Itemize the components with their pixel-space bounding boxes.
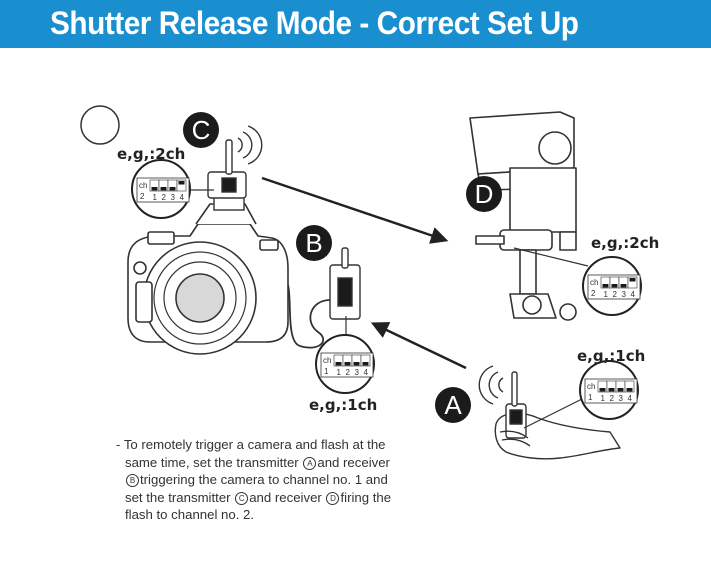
switch-a-n3: 3 bbox=[619, 394, 624, 403]
switch-c-n2: 2 bbox=[162, 193, 167, 202]
wireless-waves-a bbox=[478, 365, 504, 405]
switch-c-n1: 1 bbox=[153, 193, 158, 202]
pointer-d bbox=[513, 247, 589, 267]
description-line-4-end: firing the bbox=[340, 489, 392, 505]
label-c: C bbox=[192, 115, 211, 145]
description-line-4-start: set the transmitter bbox=[125, 489, 231, 505]
label-b-badge bbox=[296, 225, 332, 261]
wireless-waves-c bbox=[237, 125, 263, 165]
switch-c-n3: 3 bbox=[171, 193, 176, 202]
switch-d-n1: 1 bbox=[604, 290, 609, 299]
switch-d-n2: 2 bbox=[613, 290, 618, 299]
switch-zoom-d: ch 2 1 2 3 4 bbox=[582, 256, 642, 316]
label-b: B bbox=[305, 228, 322, 258]
switch-b-ch: ch bbox=[323, 356, 331, 365]
label-d-badge bbox=[466, 176, 502, 212]
flash-unit bbox=[469, 111, 577, 321]
switch-c-n4: 4 bbox=[180, 193, 185, 202]
switch-b-n4: 4 bbox=[364, 368, 369, 377]
page-title: Shutter Release Mode - Correct Set Up bbox=[50, 5, 579, 41]
switch-c-ch: ch bbox=[139, 181, 147, 190]
switch-zoom-b: ch 1 1 2 3 4 bbox=[315, 334, 375, 394]
switch-a-ch: ch bbox=[587, 382, 595, 391]
switch-b-n3: 3 bbox=[355, 368, 360, 377]
switch-c-num: 2 bbox=[140, 192, 145, 201]
description-line-5: flash to channel no. 2. bbox=[125, 507, 255, 523]
switch-d-ch: ch bbox=[590, 278, 598, 287]
hand-illustration bbox=[494, 371, 621, 460]
transmitter-c bbox=[207, 139, 247, 211]
description-line-1: - To remotely trigger a camera and flash… bbox=[116, 437, 386, 452]
description-line-2-end: and receiver bbox=[317, 454, 390, 470]
switch-d-n4: 4 bbox=[631, 290, 636, 299]
switch-zoom-c: ch 2 1 2 3 4 bbox=[131, 159, 191, 219]
setup-diagram: C B D A bbox=[80, 105, 659, 460]
switch-b-num: 1 bbox=[324, 367, 329, 376]
switch-a-n2: 2 bbox=[610, 394, 615, 403]
empty-circle bbox=[80, 105, 120, 145]
eg-label-d: e,g,:2ch bbox=[591, 234, 659, 252]
pointer-a bbox=[523, 397, 585, 429]
header-bar: Shutter Release Mode - Correct Set Up bbox=[0, 0, 711, 48]
switch-d-n3: 3 bbox=[622, 290, 627, 299]
arrow-a-to-b bbox=[370, 322, 467, 370]
description-line-3-text: triggering the camera to channel no. 1 a… bbox=[140, 472, 388, 488]
switch-a-n4: 4 bbox=[628, 394, 633, 403]
setup-description: - To remotely trigger a camera and flash… bbox=[116, 436, 416, 524]
circle-b-symbol: B bbox=[126, 474, 139, 488]
label-d: D bbox=[475, 179, 494, 209]
sync-cord bbox=[287, 284, 331, 349]
camera-illustration bbox=[127, 203, 289, 355]
label-a: A bbox=[444, 390, 462, 420]
switch-d-num: 2 bbox=[591, 289, 596, 298]
eg-label-c: e,g,:2ch bbox=[117, 145, 185, 163]
switch-a-num: 1 bbox=[588, 393, 593, 402]
label-a-badge bbox=[435, 387, 471, 423]
eg-label-b: e,g,:1ch bbox=[309, 396, 377, 414]
switch-b-n1: 1 bbox=[337, 368, 342, 377]
switch-a-n1: 1 bbox=[601, 394, 606, 403]
arrow-c-to-d bbox=[261, 176, 449, 244]
description-line-2-start: same time, set the transmitter bbox=[125, 454, 299, 470]
circle-c-symbol: C bbox=[235, 491, 249, 505]
description-line-4-mid: and receiver bbox=[249, 489, 322, 505]
circle-d-symbol: D bbox=[326, 491, 340, 505]
switch-zoom-a: ch 1 1 2 3 4 bbox=[579, 360, 639, 420]
receiver-b bbox=[329, 247, 361, 320]
circle-a-symbol: A bbox=[303, 456, 317, 470]
label-c-badge bbox=[183, 112, 219, 148]
switch-b-n2: 2 bbox=[346, 368, 351, 377]
eg-label-a: e,g,:1ch bbox=[577, 347, 645, 365]
